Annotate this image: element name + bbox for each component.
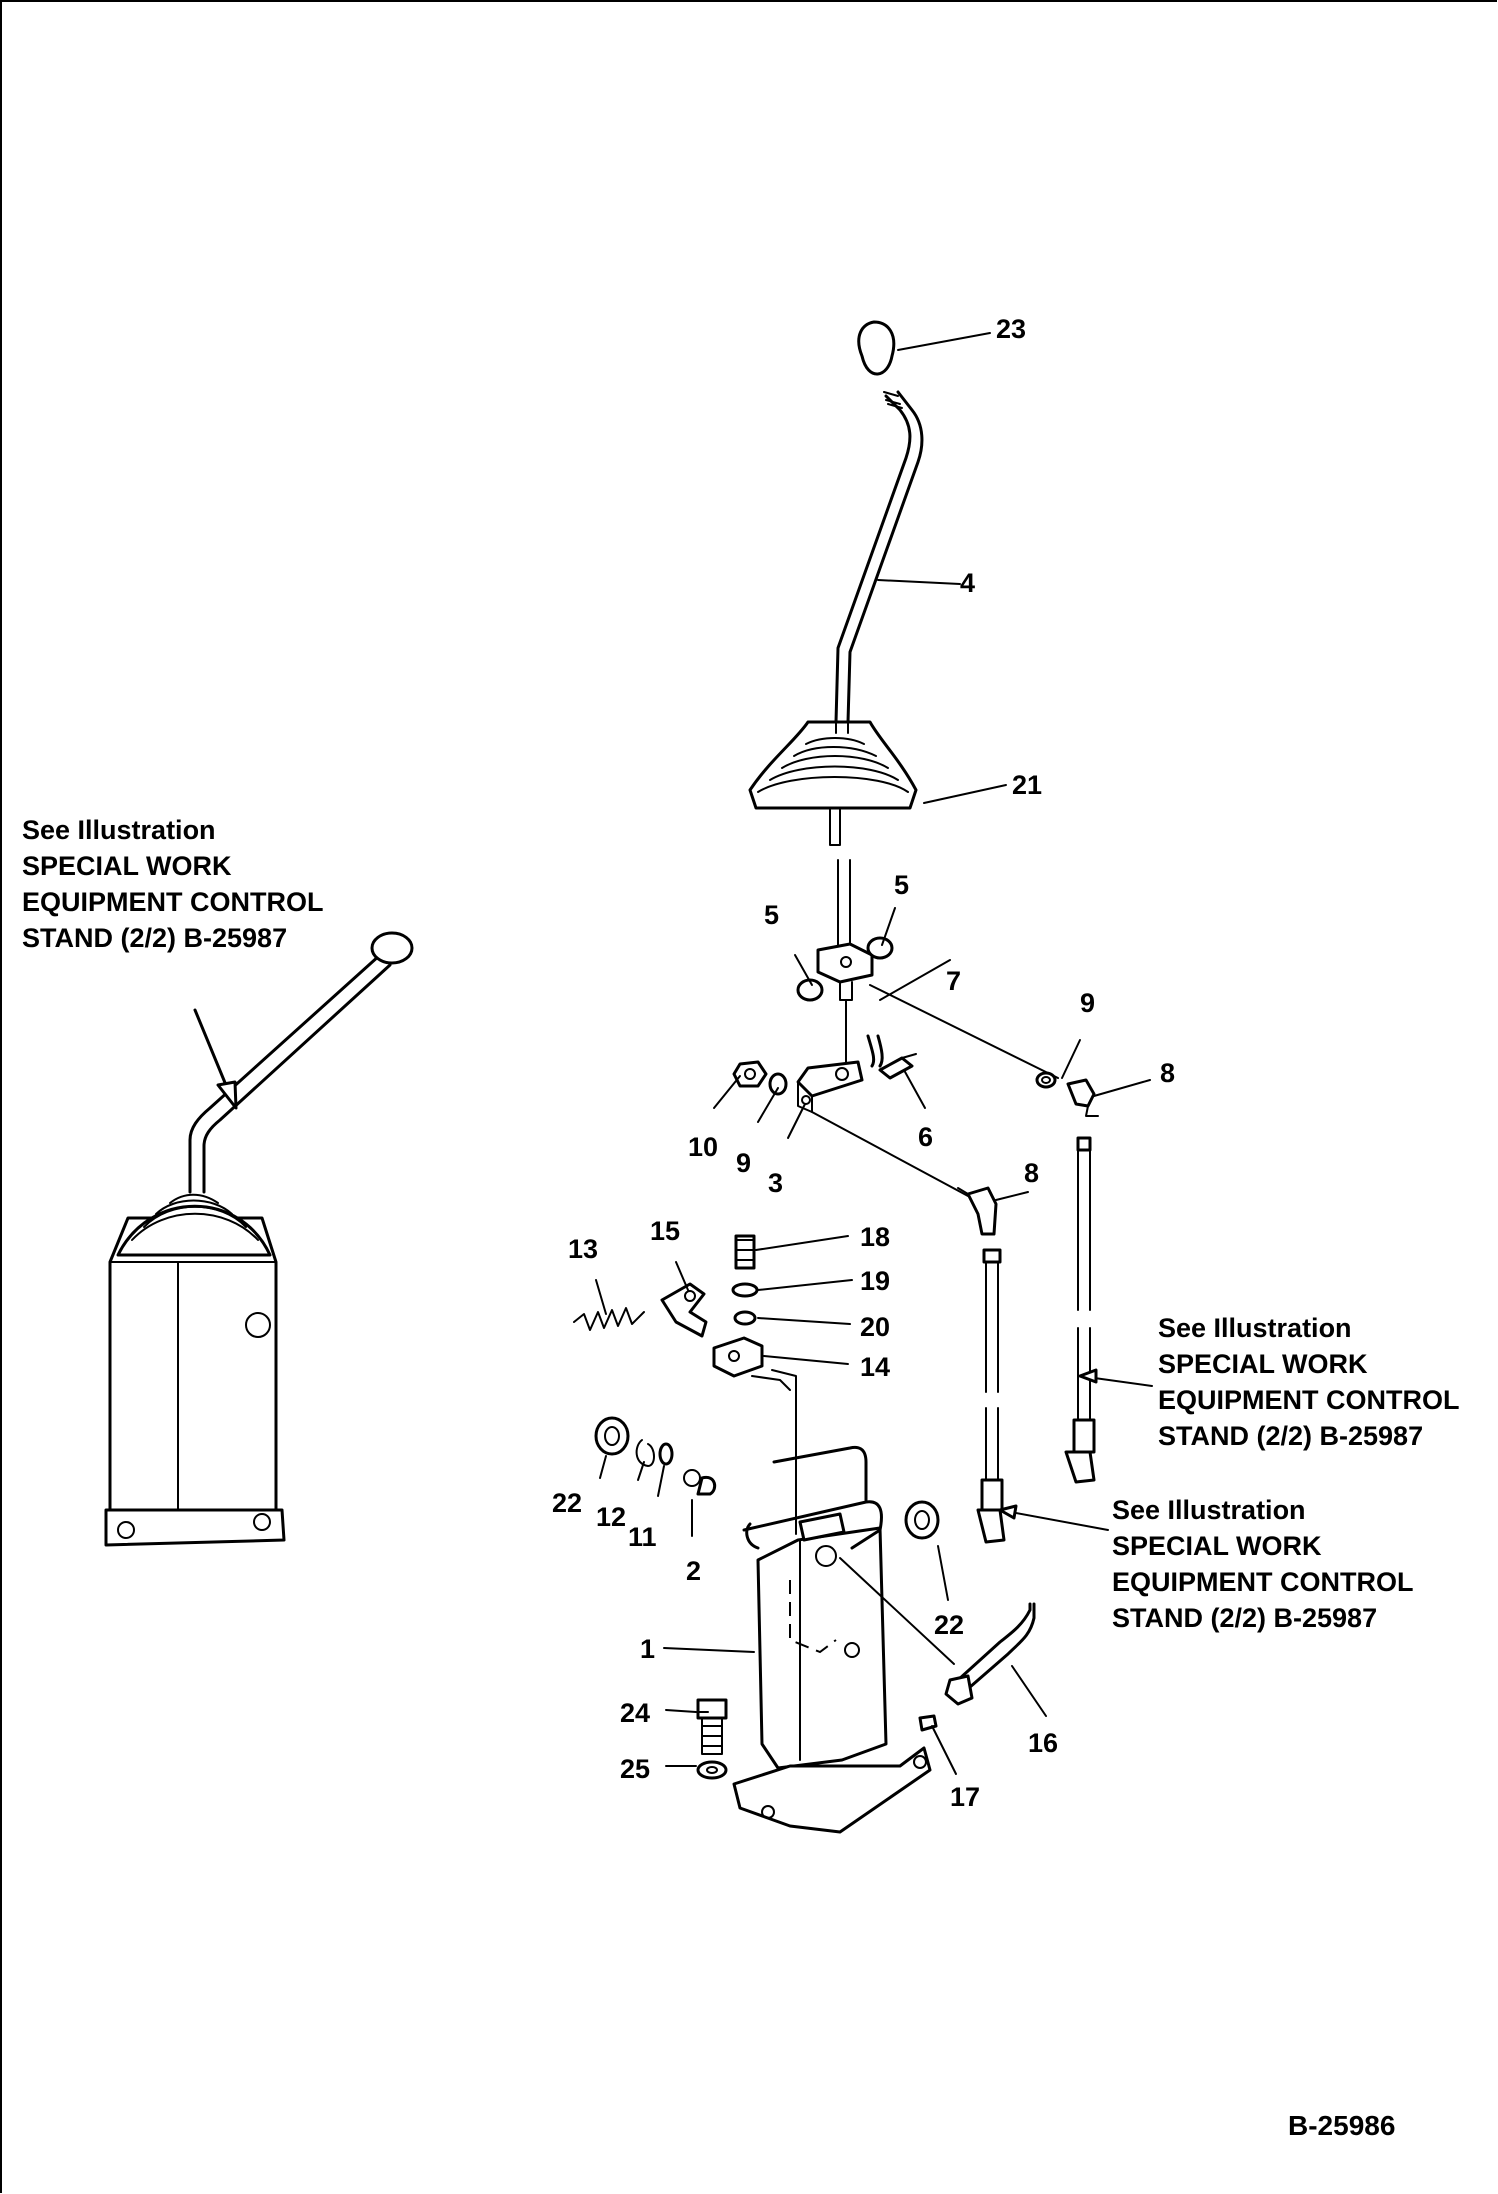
rubber-boot: [748, 720, 918, 846]
figure-id: B-25986: [1288, 2110, 1396, 2141]
lever-bracket: [796, 859, 894, 1083]
callout-16: 16: [1028, 1728, 1058, 1758]
callout-25: 25: [620, 1754, 650, 1784]
reference-note-line: EQUIPMENT CONTROL: [1158, 1385, 1460, 1415]
callout-23: 23: [996, 314, 1026, 344]
reference-note-line: STAND (2/2) B-25987: [1158, 1421, 1424, 1451]
ball-joints: [957, 1078, 1099, 1236]
callout-5b: 5: [764, 900, 779, 930]
stand-bolt: [696, 1698, 728, 1780]
reference-note-line: EQUIPMENT CONTROL: [22, 887, 324, 917]
control-lever: [834, 390, 924, 724]
reference-note-line: STAND (2/2) B-25987: [22, 923, 288, 953]
callout-9a: 9: [1080, 988, 1095, 1018]
callout-7: 7: [946, 966, 961, 996]
callout-20: 20: [860, 1312, 890, 1342]
callout-2: 2: [686, 1556, 701, 1586]
bushings-and-rings: [594, 1416, 940, 1540]
callout-17: 17: [950, 1782, 980, 1812]
callout-numbers: 23 4 21 5 5 7 9 8 10 9 3 6 8 13 15 18 19…: [552, 314, 1175, 1812]
callout-22a: 22: [552, 1488, 582, 1518]
callout-19: 19: [860, 1266, 890, 1296]
reference-note-left: See Illustration SPECIAL WORK EQUIPMENT …: [22, 812, 324, 956]
reference-note-line: See Illustration: [22, 815, 216, 845]
reference-note-right-upper: See Illustration SPECIAL WORK EQUIPMENT …: [1158, 1310, 1460, 1454]
control-rods: [976, 1136, 1096, 1544]
callout-6: 6: [918, 1122, 933, 1152]
callout-8a: 8: [1160, 1058, 1175, 1088]
callout-4: 4: [960, 568, 975, 598]
reference-note-line: STAND (2/2) B-25987: [1112, 1603, 1378, 1633]
reference-note-line: See Illustration: [1112, 1495, 1306, 1525]
reference-note-line: SPECIAL WORK: [1112, 1531, 1322, 1561]
callout-5a: 5: [894, 870, 909, 900]
callout-15: 15: [650, 1216, 680, 1246]
reference-control-stand: [104, 931, 414, 1547]
callout-1: 1: [640, 1634, 655, 1664]
reference-note-line: See Illustration: [1158, 1313, 1352, 1343]
linkage-parts: [573, 1234, 791, 1391]
reference-note-line: SPECIAL WORK: [22, 851, 232, 881]
lever-knob: [857, 320, 896, 376]
pivot-bracket: [796, 1034, 917, 1113]
callout-21: 21: [1012, 770, 1042, 800]
callout-3: 3: [768, 1168, 783, 1198]
reference-note-line: EQUIPMENT CONTROL: [1112, 1567, 1414, 1597]
callout-18: 18: [860, 1222, 890, 1252]
reference-note-line: SPECIAL WORK: [1158, 1349, 1368, 1379]
main-control-stand: [732, 1369, 932, 1834]
callout-11: 11: [628, 1522, 657, 1552]
callout-12: 12: [596, 1502, 626, 1532]
callout-14: 14: [860, 1352, 890, 1382]
callout-10: 10: [688, 1132, 718, 1162]
hardware-nuts-washers: [732, 1060, 1057, 1096]
callout-8b: 8: [1024, 1158, 1039, 1188]
callout-9b: 9: [736, 1148, 751, 1178]
reference-note-right-lower: See Illustration SPECIAL WORK EQUIPMENT …: [1112, 1492, 1414, 1636]
callout-13: 13: [568, 1234, 598, 1264]
callout-22b: 22: [934, 1610, 964, 1640]
callout-24: 24: [620, 1698, 650, 1728]
leader-lines: [595, 332, 1153, 1775]
